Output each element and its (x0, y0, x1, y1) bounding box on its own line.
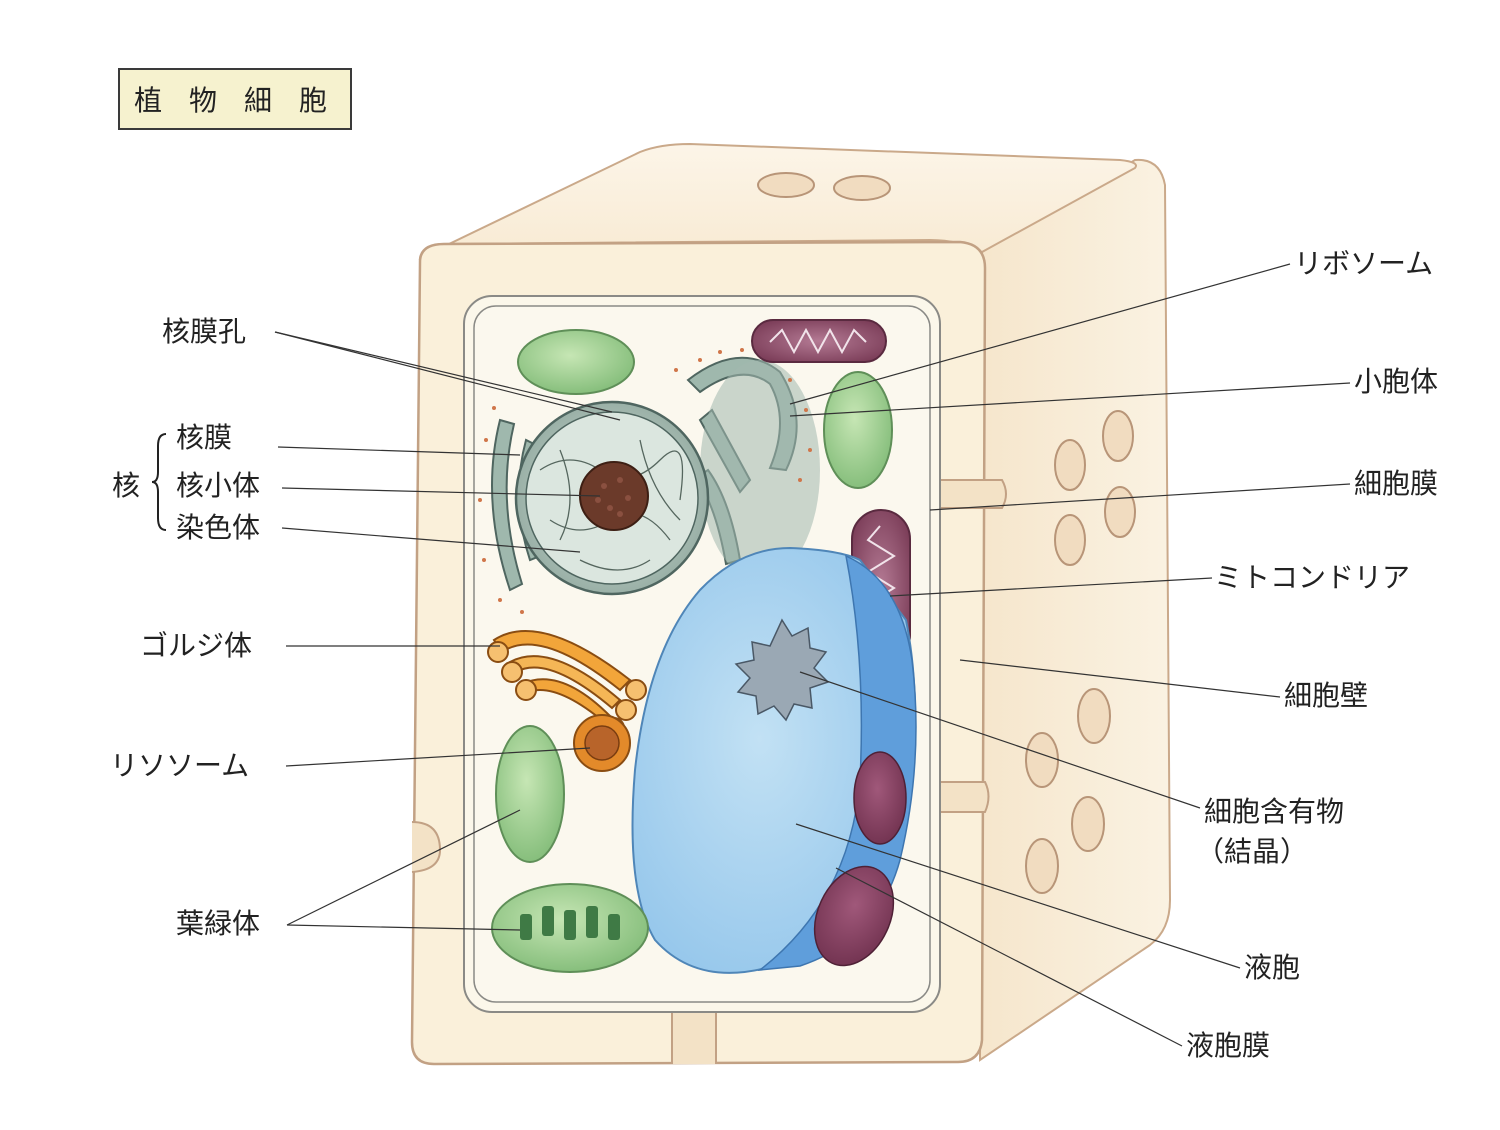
wall-pit (1104, 486, 1136, 538)
label-nuclear-pore: 核膜孔 (162, 315, 247, 348)
label-mitochondria: ミトコンドリア (1214, 561, 1411, 594)
purple-body (813, 865, 895, 967)
label-cell-wall: 細胞壁 (1284, 679, 1369, 712)
label-vacuole-membrane: 液胞膜 (1186, 1029, 1271, 1062)
wall-pit (1077, 688, 1111, 744)
figure-title: 植 物 細 胞 (118, 68, 352, 130)
chloroplast (823, 371, 893, 489)
label-lysosome: リソソーム (110, 749, 250, 782)
chloroplast (495, 725, 565, 863)
wall-pit (1102, 410, 1134, 462)
nucleolus-texture (595, 477, 631, 517)
er-shadow (700, 360, 820, 580)
lysosome-core (584, 725, 620, 761)
wall-pit (1054, 514, 1086, 566)
label-nuclear-membrane: 核膜 (176, 421, 233, 454)
mitochondrion-cristae (769, 327, 867, 355)
chloroplast (517, 329, 635, 395)
wall-pit (1025, 838, 1059, 894)
wall-pit (1071, 796, 1105, 852)
wall-pit (1025, 732, 1059, 788)
label-chloroplast: 葉緑体 (176, 907, 261, 940)
label-chromosome: 染色体 (176, 511, 261, 544)
label-nucleus: 核 (112, 469, 141, 502)
label-vacuole: 液胞 (1244, 951, 1301, 984)
wall-notch-right-lower (932, 781, 990, 813)
mitochondrion (751, 319, 887, 363)
label-nucleolus: 核小体 (176, 469, 261, 502)
crystal-inclusion (734, 618, 830, 722)
wall-notch-right-upper (940, 479, 1007, 509)
label-inclusion: 細胞含有物 (1204, 795, 1345, 828)
label-ribosome: リボソーム (1294, 247, 1434, 280)
label-inclusion-sub: （結晶） (1196, 835, 1309, 868)
chloroplast-grana (520, 906, 620, 940)
cell-wall-side-face (978, 158, 1172, 1062)
leader-lines (274, 263, 1351, 1047)
label-golgi: ゴルジ体 (140, 629, 253, 662)
label-microbody: 小胞体 (1354, 365, 1439, 398)
wall-pit (757, 172, 815, 198)
wall-pit (833, 175, 891, 201)
purple-body (853, 751, 907, 845)
wall-pit (1054, 439, 1086, 491)
label-cell-membrane: 細胞膜 (1354, 467, 1439, 500)
